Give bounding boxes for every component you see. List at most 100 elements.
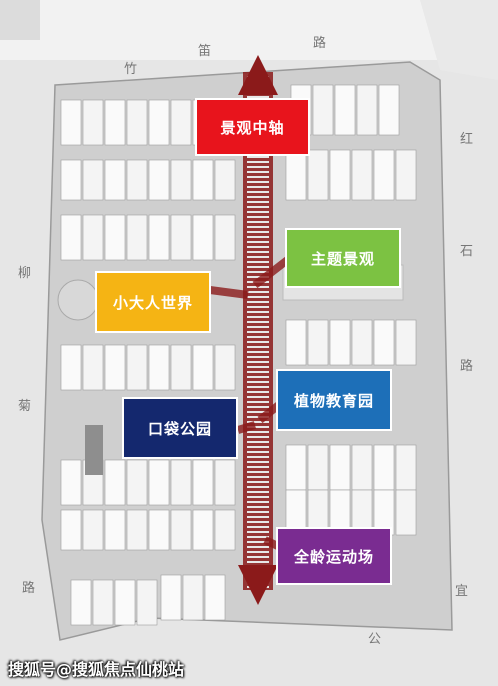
building-row [70,579,158,626]
building-unit [148,214,170,261]
building-unit [82,214,104,261]
axis-tick [247,451,269,453]
road-label-west-1: 柳 [18,266,32,281]
axis-tick [247,506,269,508]
axis-tick [247,561,269,563]
building-unit [395,444,417,491]
axis-tick [247,241,269,243]
axis-tick [247,496,269,498]
building-unit [126,99,148,146]
axis-tick [247,201,269,203]
axis-tick [247,511,269,513]
building-unit [329,149,351,201]
axis-tick [247,376,269,378]
axis-tick [247,546,269,548]
building-row [285,149,417,201]
axis-tick [247,366,269,368]
building-row [60,159,236,201]
axis-arrow-top [238,55,278,95]
northeast-block [420,0,498,80]
building-unit [126,344,148,391]
building-unit [70,579,92,626]
axis-tick [247,246,269,248]
road-label-south-1: 宜 [455,584,469,599]
axis-tick [247,291,269,293]
axis-tick [247,411,269,413]
axis-tick [247,316,269,318]
axis-tick [247,331,269,333]
axis-tick [247,356,269,358]
building-unit [214,459,236,506]
building-unit [395,489,417,536]
building-unit [373,319,395,366]
road-label-west-2: 菊 [18,399,32,414]
building-unit [60,509,82,551]
building-unit [104,459,126,506]
building-unit [395,149,417,201]
axis-tick [247,211,269,213]
building-unit [104,344,126,391]
axis-tick [247,556,269,558]
axis-tick [247,441,269,443]
axis-tick [247,326,269,328]
building-unit [92,579,114,626]
building-unit [60,214,82,261]
building-unit [170,459,192,506]
axis-tick [247,156,269,158]
axis-tick [247,196,269,198]
building-unit [104,509,126,551]
building-unit [351,149,373,201]
axis-tick [247,521,269,523]
road-label-east-1: 红 [460,132,474,147]
building-unit [192,214,214,261]
axis-tick [247,206,269,208]
axis-tick [247,466,269,468]
building-unit [148,459,170,506]
axis-tick [247,396,269,398]
building-unit [356,84,378,136]
building-unit [378,84,400,136]
building-unit [351,444,373,491]
building-row [60,509,236,551]
axis-tick [247,516,269,518]
axis-tick [247,446,269,448]
building-row [285,489,417,536]
building-row [60,214,236,261]
building-unit [351,319,373,366]
building-unit [192,159,214,201]
zone-theme-landscape: 主题景观 [285,228,401,288]
building-unit [285,444,307,491]
building-unit [192,344,214,391]
building-unit [204,574,226,621]
building-row [60,344,236,391]
axis-tick [247,426,269,428]
building-unit [82,159,104,201]
building-unit [60,99,82,146]
axis-tick [247,226,269,228]
axis-tick [247,181,269,183]
axis-tick [247,216,269,218]
axis-tick [247,456,269,458]
building-unit [104,159,126,201]
road-label-north-3: 路 [313,36,327,51]
axis-tick [247,371,269,373]
axis-tick [247,166,269,168]
axis-tick [247,346,269,348]
axis-tick [247,501,269,503]
axis-tick [247,381,269,383]
road-label-north-2: 笛 [198,44,212,59]
axis-tick [247,96,269,98]
building-row [285,319,417,366]
axis-tick [247,536,269,538]
building-unit [170,509,192,551]
connector-theme [252,254,293,289]
axis-tick [247,321,269,323]
building-unit [82,344,104,391]
axis-tick [247,221,269,223]
building-unit [126,159,148,201]
axis-tick [247,351,269,353]
axis-tick [247,461,269,463]
building-unit [148,344,170,391]
building-unit [192,459,214,506]
road-label-east-3: 路 [460,359,474,374]
